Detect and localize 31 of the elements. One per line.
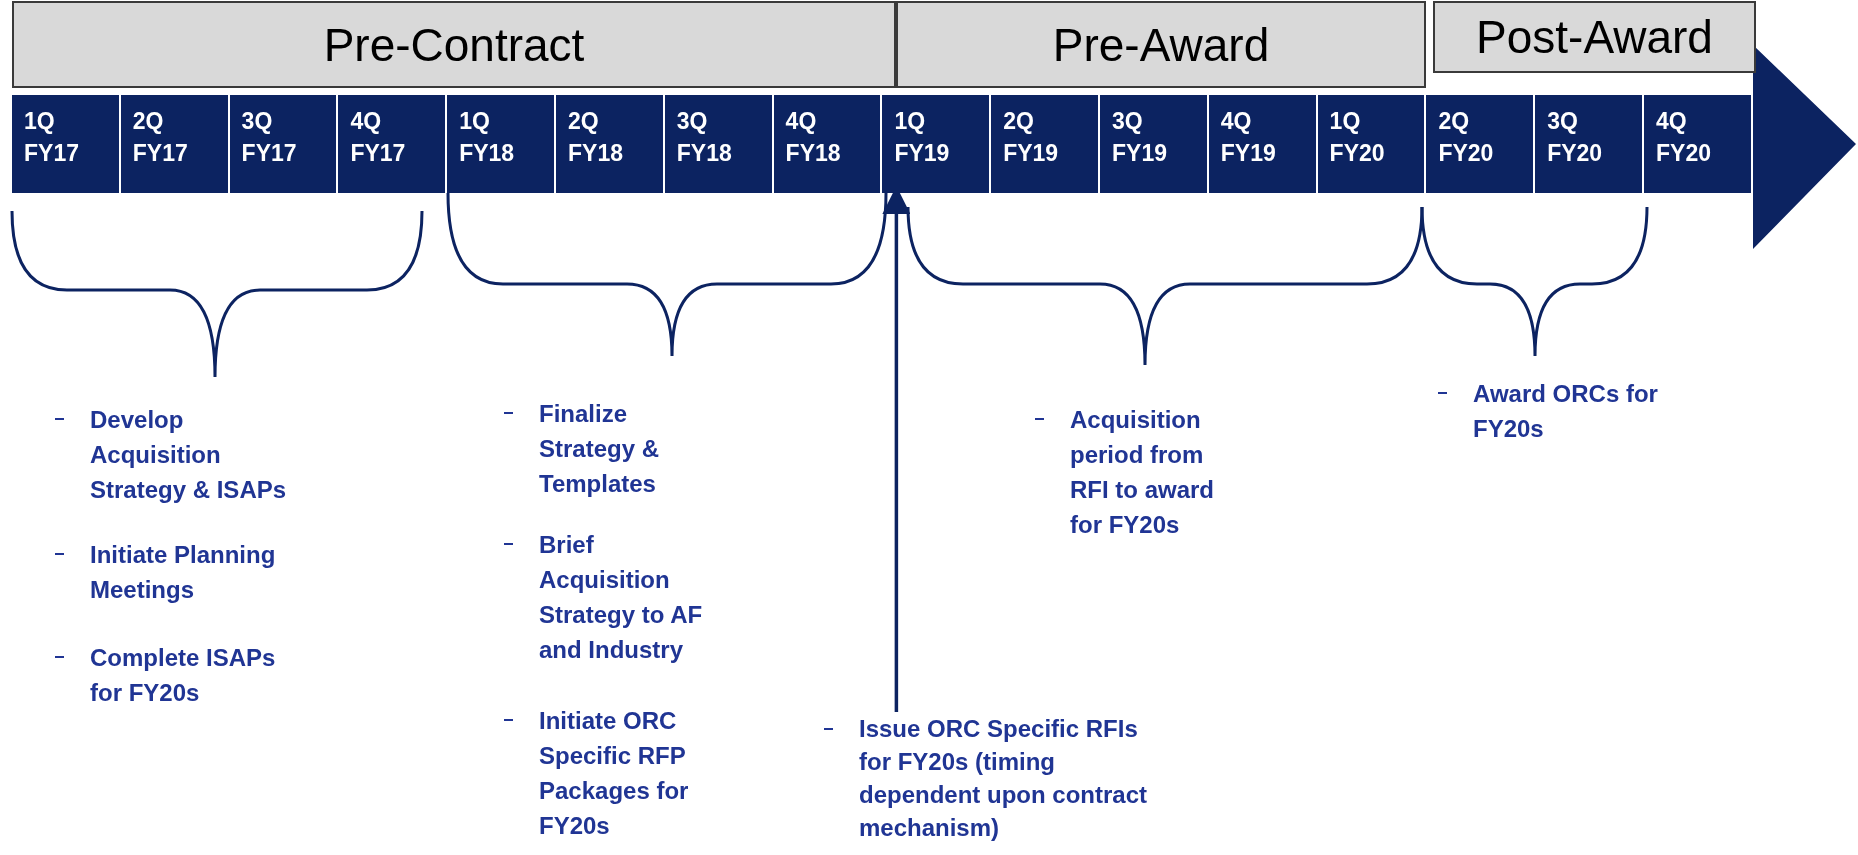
quarter-label: 3Q FY17 (241, 107, 298, 168)
milestone-text: Issue ORC Specific RFIs for FY20s (timing dependent upon contract mechanism) (859, 712, 1159, 844)
phase-title: Pre-Award (1052, 17, 1270, 72)
quarter-label: 3Q FY20 (1547, 107, 1604, 168)
quarter-label: 4Q FY18 (785, 107, 842, 168)
task-text: Initiate ORC Specific RFP Packages for FY20s (539, 706, 690, 841)
quarter-label: 1Q FY19 (894, 107, 951, 168)
phase-title: Pre-Contract (323, 17, 585, 72)
quarter-label: 1Q FY20 (1329, 107, 1386, 168)
quarter-label: 4Q FY17 (350, 107, 407, 168)
quarter-label: 2Q FY19 (1003, 107, 1060, 168)
task-text: Finalize Strategy & Templates (539, 399, 661, 499)
quarter-label: 2Q FY18 (568, 107, 624, 168)
quarter-label: 4Q FY20 (1656, 107, 1712, 168)
quarter-label: 1Q FY17 (24, 107, 80, 168)
task-text: Initiate Planning Meetings (90, 540, 277, 605)
phase-title: Post-Award (1476, 10, 1713, 64)
task-text: Develop Acquisition Strategy & ISAPs (90, 405, 288, 505)
task-text: Brief Acquisition Strategy to AF and Industry (539, 530, 704, 665)
quarter-label: 3Q FY19 (1112, 107, 1168, 168)
phase-band (896, 1, 1426, 88)
quarter-label: 2Q FY20 (1438, 107, 1495, 168)
phase-band (12, 1, 896, 88)
quarter-label: 4Q FY19 (1220, 107, 1277, 168)
quarter-label: 3Q FY18 (676, 107, 733, 168)
task-text: Complete ISAPs for FY20s (90, 643, 277, 708)
phase-band (1433, 1, 1756, 73)
quarter-label: 1Q FY18 (459, 107, 516, 168)
task-text: Acquisition period from RFI to award for FY20s (1070, 405, 1215, 540)
task-text: Award ORCs for FY20s (1473, 379, 1659, 444)
quarter-label: 2Q FY17 (132, 107, 189, 168)
